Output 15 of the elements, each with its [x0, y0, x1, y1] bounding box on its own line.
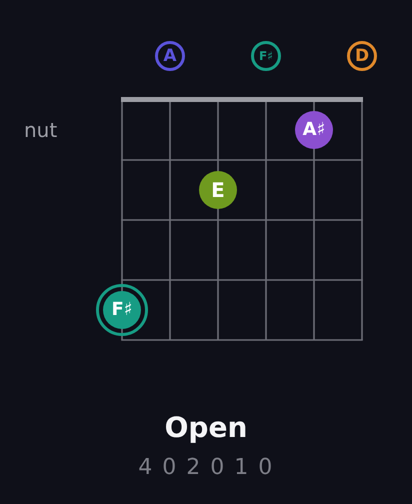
note-name: A♯ [302, 121, 326, 139]
note-name: F♯ [111, 301, 132, 319]
open-string-marker [251, 41, 281, 71]
finger-dot [295, 111, 333, 149]
root-finger-dot [96, 284, 148, 336]
note-name: A [163, 48, 177, 64]
finger-dot [199, 171, 237, 209]
open-string-marker [155, 41, 185, 71]
note-name: F♯ [258, 50, 273, 62]
note-name: E [211, 180, 225, 200]
chord-name: Open [164, 411, 248, 445]
fingering-numbers: 4 0 2 0 1 0 [138, 455, 274, 482]
note-name: D [354, 48, 370, 64]
open-string-marker [347, 41, 377, 71]
nut-label: nut [24, 118, 58, 142]
